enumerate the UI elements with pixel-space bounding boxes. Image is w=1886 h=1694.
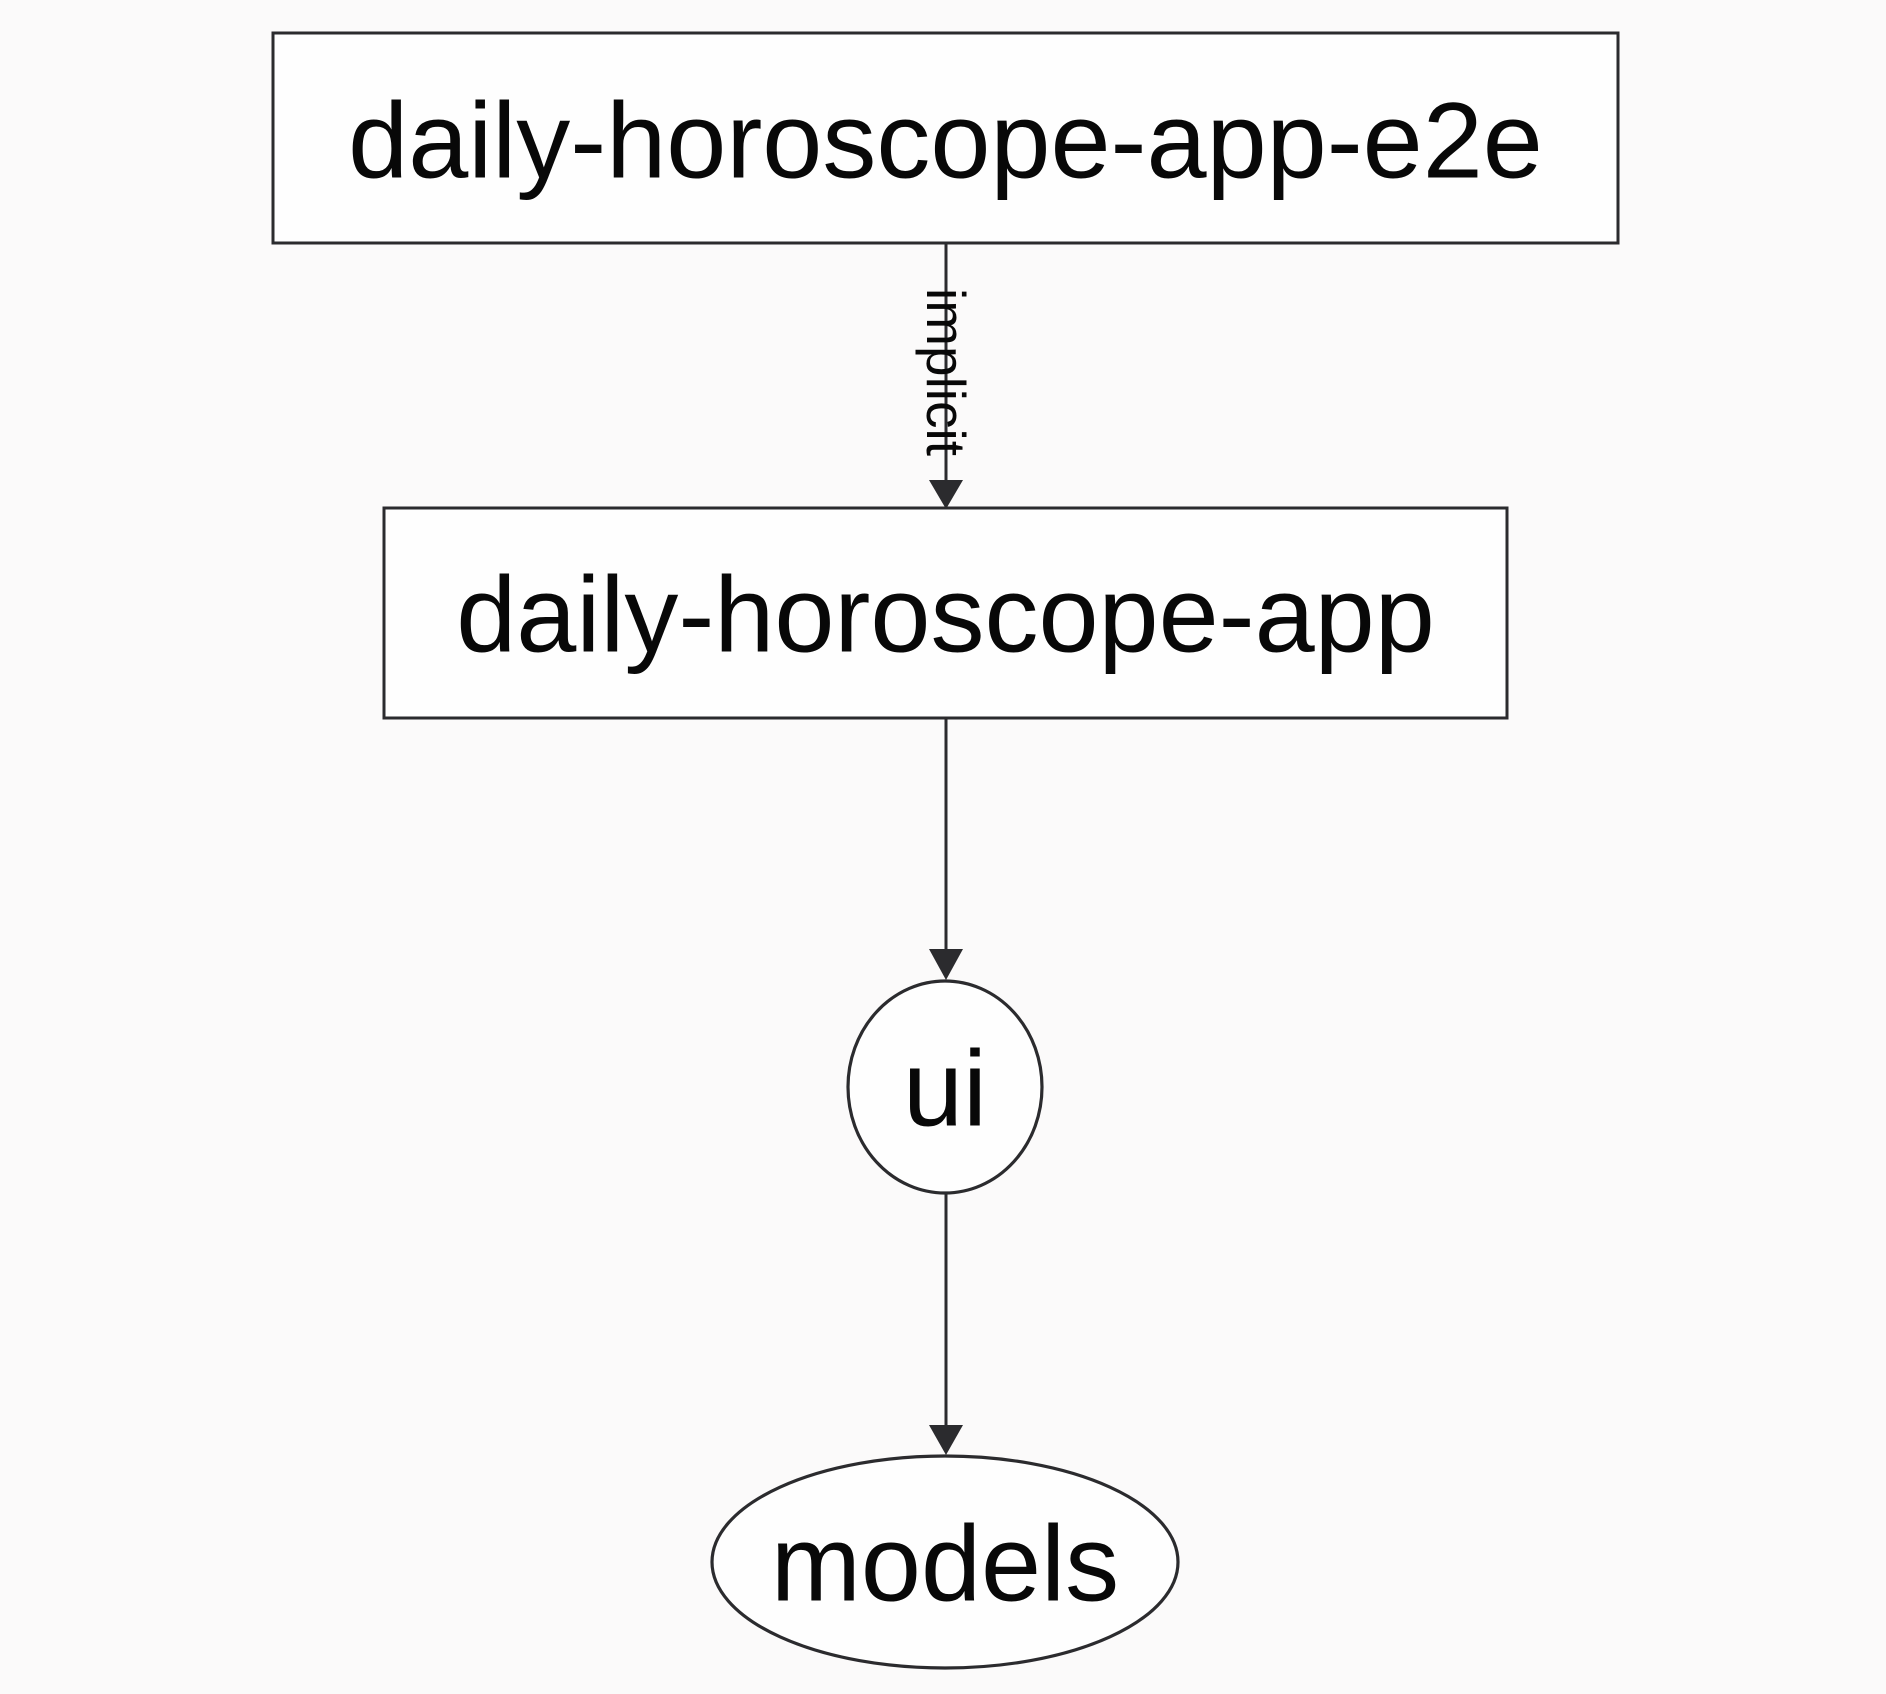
edge-label-implicit: implicit (915, 288, 977, 456)
arrowhead-down-icon (929, 1425, 963, 1455)
node-label: daily-horoscope-app (456, 554, 1435, 675)
node-daily-horoscope-app[interactable]: daily-horoscope-app (382, 506, 1509, 720)
arrowhead-down-icon (929, 949, 963, 980)
node-ui[interactable]: ui (846, 979, 1044, 1195)
node-ellipse[interactable] (710, 1454, 1180, 1670)
edge-e2e-to-app: implicit (915, 244, 977, 509)
node-models[interactable]: models (710, 1454, 1180, 1670)
node-label: daily-horoscope-app-e2e (348, 80, 1543, 201)
node-label: models (771, 1503, 1119, 1624)
arrowhead-down-icon (929, 480, 963, 509)
node-rect[interactable] (382, 506, 1509, 720)
edge-ui-to-models (929, 1193, 963, 1455)
node-daily-horoscope-app-e2e[interactable]: daily-horoscope-app-e2e (271, 31, 1620, 245)
node-ellipse[interactable] (846, 979, 1044, 1195)
node-label: ui (903, 1028, 987, 1149)
edge-app-to-ui (929, 718, 963, 980)
node-rect[interactable] (271, 31, 1620, 245)
